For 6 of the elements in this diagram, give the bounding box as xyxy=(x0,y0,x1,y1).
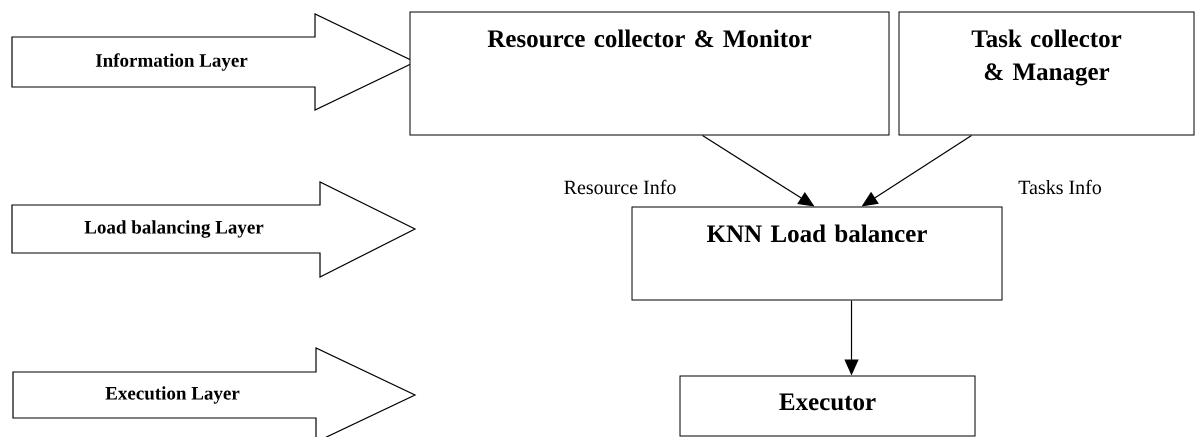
edge-label: Resource Info xyxy=(562,178,678,196)
process-box: KNN Load balancer xyxy=(631,206,1003,301)
process-box: Task collector & Manager xyxy=(898,11,1195,136)
process-box: Executor xyxy=(679,375,976,437)
process-box: Resource collector & Monitor xyxy=(409,11,890,136)
edge-label: Tasks Info xyxy=(1017,178,1103,196)
